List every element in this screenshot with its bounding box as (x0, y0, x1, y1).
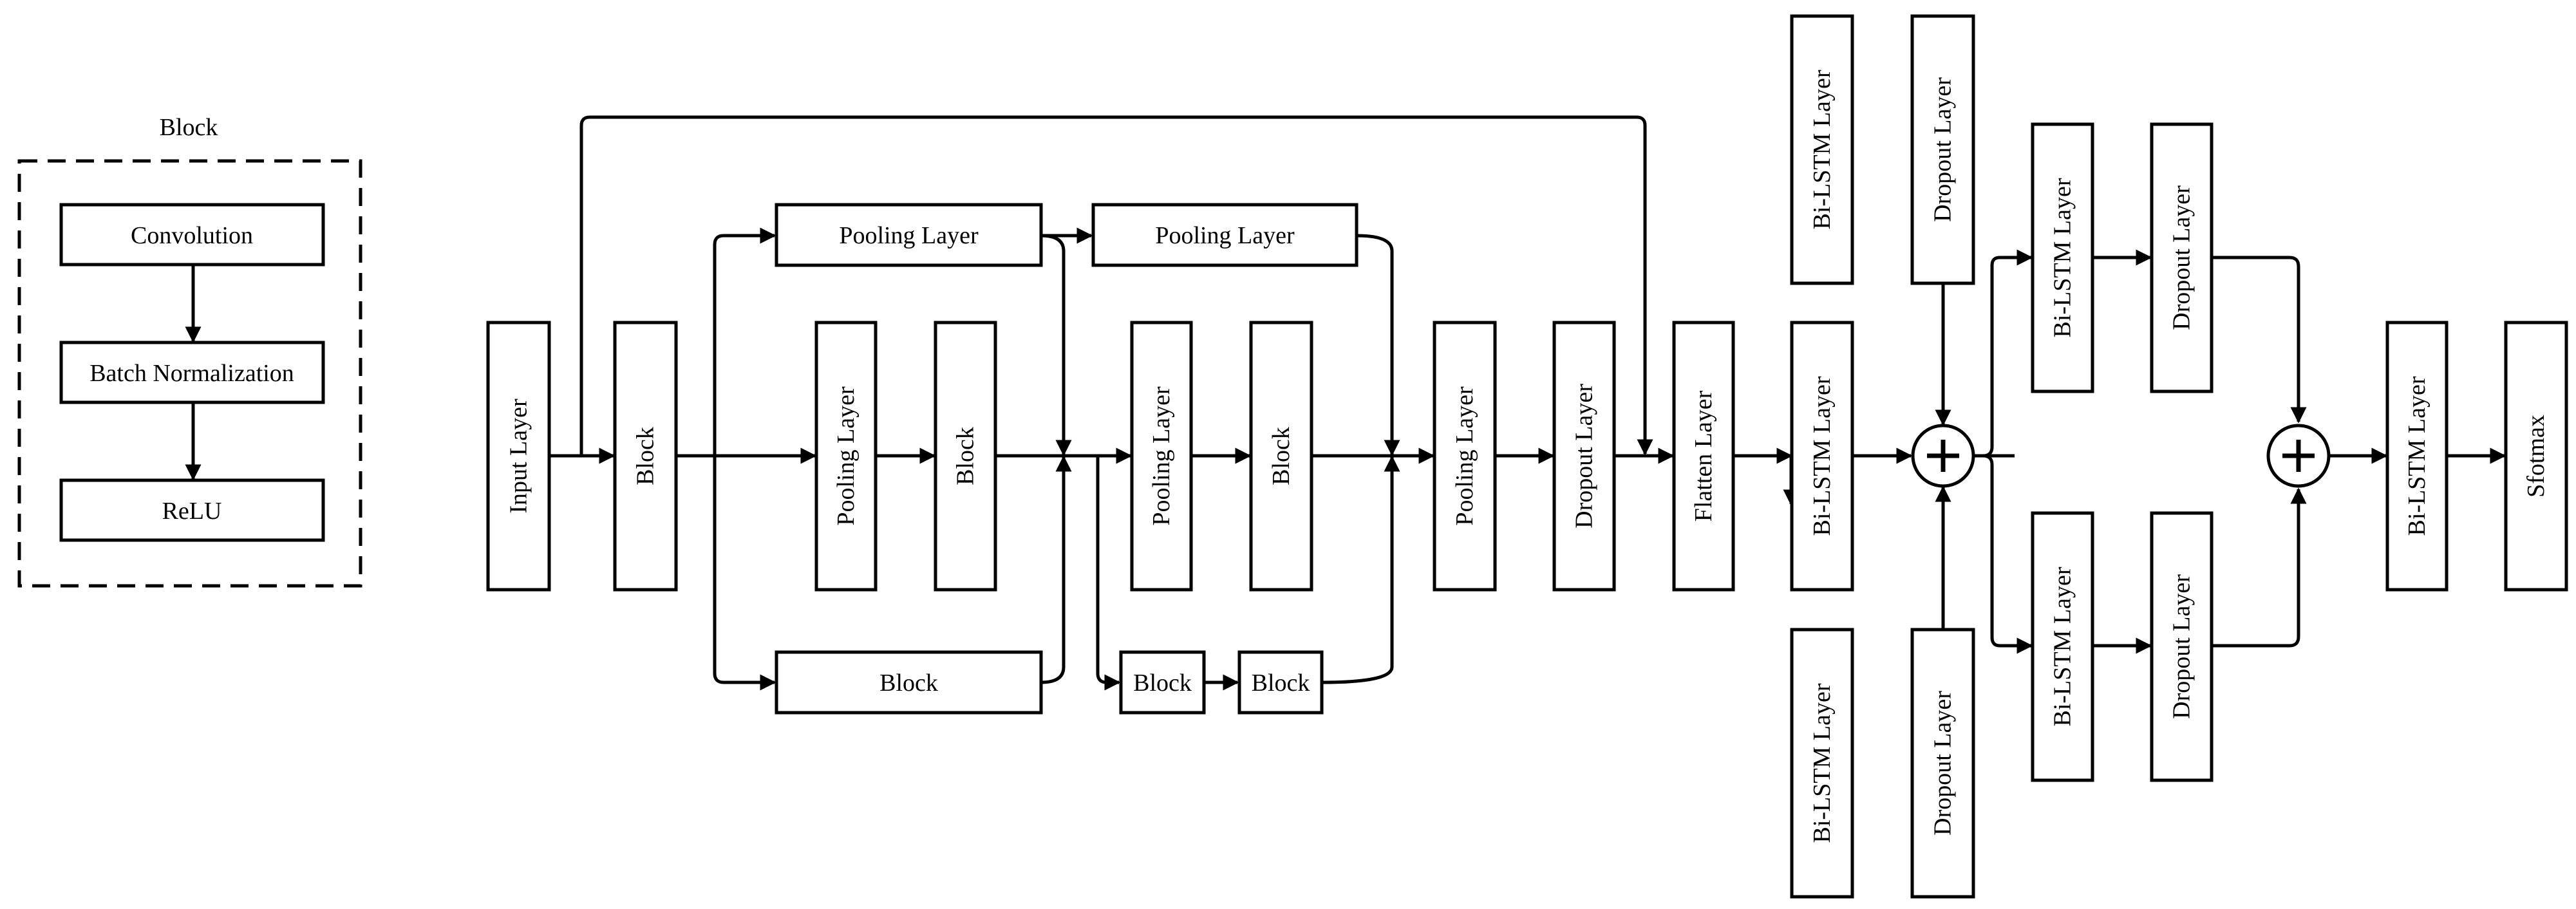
dropout-branch-lower-label: Dropout Layer (2168, 574, 2195, 719)
pooling-mid-1-box (814, 321, 878, 592)
batch-normalization-label: Batch Normalization (89, 360, 294, 387)
bilstm-bottom-box (1790, 628, 1854, 899)
block-1-label: Block (632, 427, 659, 485)
bilstm-branch-lower-label: Bi-LSTM Layer (2049, 567, 2076, 726)
convolution-label: Convolution (131, 222, 253, 249)
dropout-1-label: Dropout Layer (1571, 384, 1598, 529)
sum-node-1 (1911, 424, 1975, 488)
bilstm-final-label: Bi-LSTM Layer (2403, 376, 2430, 536)
block-mid-2-box (1249, 321, 1313, 592)
bilstm-mid-label: Bi-LSTM Layer (1809, 376, 1836, 536)
pooling-mid-1-label: Pooling Layer (832, 386, 860, 526)
block-lower-2a-box (1119, 650, 1206, 715)
bilstm-mid-box (1790, 321, 1854, 592)
block-lower-2b-label: Block (1252, 670, 1310, 697)
block-lower-2b-box (1237, 650, 1324, 715)
dropout-top-box (1910, 14, 1975, 285)
dropout-branch-upper-box (2150, 122, 2214, 393)
bilstm-final-box (2385, 321, 2449, 592)
block-legend-title: Block (160, 114, 218, 141)
block-lower-1-box (775, 650, 1043, 715)
flatten-layer-box (1672, 321, 1735, 592)
block-lower-2a-label: Block (1133, 670, 1192, 697)
dropout-1-box (1552, 321, 1616, 592)
bilstm-top-box (1790, 14, 1854, 285)
pooling-upper-2-label: Pooling Layer (1155, 222, 1295, 249)
flatten-layer-label: Flatten Layer (1690, 390, 1717, 521)
sum-node-2 (2266, 424, 2331, 488)
bilstm-branch-lower-box (2031, 511, 2094, 782)
dropout-branch-lower-box (2150, 511, 2214, 782)
pooling-upper-2-box (1091, 203, 1359, 267)
pooling-upper-1-label: Pooling Layer (839, 222, 979, 249)
relu-label: ReLU (162, 498, 222, 525)
pooling-final-label: Pooling Layer (1451, 386, 1478, 526)
dropout-bottom-label: Dropout Layer (1930, 691, 1957, 836)
dropout-bottom-box (1910, 628, 1975, 899)
block-mid-1-box (934, 321, 997, 592)
softmax-box (2504, 321, 2568, 592)
block-mid-1-label: Block (952, 427, 979, 485)
softmax-label: Sfotmax (2523, 415, 2550, 498)
bilstm-top-label: Bi-LSTM Layer (1809, 70, 1836, 229)
pooling-upper-1-box (775, 203, 1043, 267)
dropout-top-label: Dropout Layer (1930, 77, 1957, 222)
block-mid-2-label: Block (1268, 427, 1295, 485)
bilstm-branch-upper-box (2031, 122, 2094, 393)
block-1-box (613, 321, 678, 592)
pooling-final-box (1433, 321, 1497, 592)
bilstm-bottom-label: Bi-LSTM Layer (1809, 683, 1836, 843)
input-layer-label: Input Layer (505, 398, 532, 514)
input-layer-box (486, 321, 551, 592)
layers: Input Layer Block Pooling Layer Pooling … (486, 14, 2568, 899)
block-lower-1-label: Block (879, 670, 938, 697)
bilstm-branch-upper-label: Bi-LSTM Layer (2049, 178, 2076, 337)
pooling-mid-2-box (1130, 321, 1193, 592)
dropout-branch-upper-label: Dropout Layer (2168, 185, 2195, 330)
pooling-mid-2-label: Pooling Layer (1148, 386, 1175, 526)
block-legend: Block Convolution Batch Normalization Re… (17, 114, 362, 588)
block-legend-frame (17, 159, 362, 588)
